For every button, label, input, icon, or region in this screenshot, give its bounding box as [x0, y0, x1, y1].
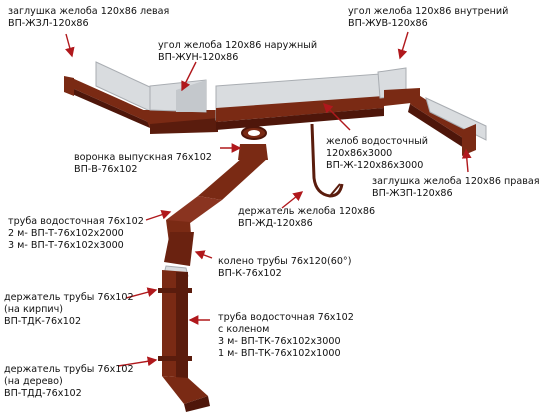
gutter-right-section: [377, 67, 487, 156]
arrow-cap-right: [461, 148, 472, 173]
label-elbow: колено трубы 76х120(60°) ВП-К-76х102: [218, 256, 352, 279]
gutter-holder-shape: [310, 123, 344, 198]
right-cap-shape: [462, 124, 476, 156]
arrow-gutter: [323, 103, 351, 131]
downpipe-assembly: [158, 144, 268, 412]
arrow-gutter-holder: [281, 191, 304, 209]
arrow-corner-outer: [181, 61, 197, 92]
label-gutter: желоб водосточный 120х86х3000 ВП-Ж-120х8…: [326, 136, 429, 171]
left-cap-shape: [64, 76, 74, 96]
arrow-corner-inner: [397, 31, 409, 60]
arrow-cap-left: [65, 33, 75, 58]
leader-arrows: [65, 31, 472, 367]
arrow-holder-wood: [117, 356, 158, 367]
label-holder-wood: держатель трубы 76х102 (на дерево) ВП-ТД…: [4, 364, 134, 399]
label-holder-brick: держатель трубы 76х102 (на кирпич) ВП-ТД…: [4, 292, 134, 327]
pipe-holder-wood-shape: [158, 356, 192, 361]
label-pipe-bend: труба водосточная 76х102 с коленом 3 м- …: [218, 312, 354, 359]
gutter-left-section: [64, 61, 218, 134]
label-gutter-holder: держатель желоба 120х86 ВП-ЖД-120х86: [238, 206, 376, 229]
arrow-elbow: [194, 250, 213, 260]
label-pipe: труба водосточная 76х102 2 м- ВП-Т-76х10…: [8, 216, 144, 251]
label-cap-left: заглушка желоба 120х86 левая ВП-ЖЗЛ-120х…: [8, 6, 170, 29]
label-corner-inner: угол желоба 120х86 внутрений ВП-ЖУВ-120х…: [348, 6, 509, 29]
pipe-holder-brick-shape: [158, 288, 192, 293]
label-corner-outer: угол желоба 120х86 наружный ВП-ЖУН-120х8…: [158, 40, 318, 63]
label-cap-right: заглушка желоба 120х86 правая ВП-ЖЗП-120…: [372, 176, 540, 199]
gutter-middle-section: [215, 73, 384, 140]
arrow-pipe: [145, 210, 172, 221]
arrow-holder-brick: [125, 287, 158, 299]
label-funnel: воронка выпускная 76х102 ВП-В-76х102: [74, 152, 212, 175]
